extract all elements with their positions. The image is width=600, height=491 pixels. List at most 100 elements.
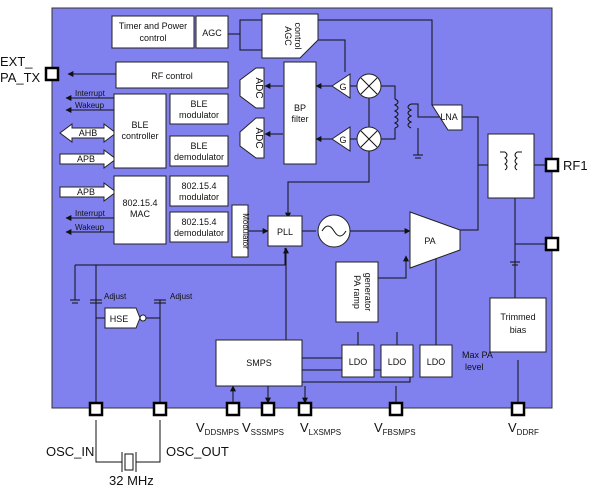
- rf-control-block: [115, 61, 229, 89]
- vfbsmps-label: VFBSMPS: [374, 420, 416, 437]
- trimmed-bias-label-2: bias: [510, 325, 527, 335]
- vddsmps-pin: [225, 401, 241, 417]
- pa-ramp-generator-block: [335, 261, 379, 323]
- interrupt-label-2: Interrupt: [75, 209, 106, 218]
- ble-modulator-label-1: BLE: [190, 99, 207, 109]
- adc-top-block: [239, 67, 265, 109]
- gain-top-block: [331, 73, 351, 99]
- ext-pa-tx-pin: [44, 66, 60, 82]
- mod154-label-1: 802.15.4: [181, 181, 216, 191]
- ldo-2-block: [380, 344, 414, 378]
- vddrf-pin: [510, 401, 526, 417]
- mixer-bottom: [356, 126, 382, 152]
- hse-label: HSE: [110, 314, 129, 324]
- vsssmps-label: VSSSMPS: [242, 420, 284, 437]
- adjust-left-label: Adjust: [104, 292, 127, 301]
- vddsmps-label: VDDSMPS: [196, 420, 239, 437]
- pa-block: [409, 211, 461, 269]
- modulator-802154-block: [169, 175, 229, 207]
- ble-demodulator-label-2: demodulator: [174, 152, 224, 162]
- ext-pa-tx-label-1: EXT_: [0, 54, 33, 69]
- vsssmps-pin: [260, 401, 276, 417]
- rf1-label: RF1: [563, 158, 588, 173]
- smps-label: SMPS: [246, 358, 272, 368]
- lna-block: [431, 104, 463, 131]
- osc-in-label: OSC_IN: [46, 444, 94, 459]
- side-pin: [544, 236, 560, 252]
- vlxsmps-pin: [297, 401, 313, 417]
- agc-control-label-2: control: [293, 22, 303, 49]
- mod154-label-2: modulator: [179, 192, 219, 202]
- adc-top-label: ADC: [253, 77, 264, 98]
- trimmed-bias-block: [489, 297, 547, 353]
- agc-block: [195, 15, 229, 49]
- lna-label: LNA: [440, 112, 458, 122]
- modulator-label: Modulator: [241, 213, 250, 249]
- pll-block: [267, 215, 303, 247]
- adjust-right-label: Adjust: [170, 292, 193, 301]
- ble-modulator-block: [169, 93, 229, 125]
- osc-out-label: OSC_OUT: [166, 444, 229, 459]
- ble-controller-block: [113, 93, 167, 169]
- pa-ramp-label-1: PA ramp: [352, 275, 362, 309]
- demodulator-802154-block: [169, 211, 229, 243]
- trimmed-bias-label-1: Trimmed: [500, 312, 535, 322]
- rx-balun: [393, 98, 419, 129]
- pa-ramp-label-2: generator: [363, 273, 373, 312]
- ble-demodulator-block: [169, 135, 229, 167]
- crystal-freq-label: 32 MHz: [109, 473, 154, 488]
- agc-control-label-1: AGC: [283, 26, 293, 46]
- max-pa-label-2: level: [465, 362, 484, 372]
- wakeup-label-1: Wakeup: [75, 101, 105, 110]
- osc-in-pin: [88, 401, 104, 417]
- apb-bus-arrow-1: [59, 149, 117, 169]
- pll-label: PLL: [277, 227, 293, 237]
- ble-controller-label-1: BLE: [131, 120, 148, 130]
- mac-label-2: MAC: [130, 209, 151, 219]
- mac-label-1: 802.15.4: [122, 198, 157, 208]
- bp-filter-label-2: filter: [291, 114, 308, 124]
- adc-bottom-label: ADC: [253, 127, 264, 148]
- demod154-label-2: demodulator: [174, 228, 224, 238]
- mixer-top: [356, 73, 382, 99]
- oscillator: [317, 214, 351, 248]
- osc-out-pin: [152, 401, 168, 417]
- demod154-label-1: 802.15.4: [181, 217, 216, 227]
- ldo-3-block: [419, 344, 453, 378]
- bp-filter-label-1: BP: [294, 103, 306, 113]
- gain-bottom-block: [331, 126, 351, 152]
- gain-bottom-label: G: [339, 135, 346, 145]
- ldo-1-block: [341, 344, 375, 378]
- vlxsmps-label: VLXSMPS: [300, 420, 341, 437]
- ext-pa-tx-label-2: PA_TX: [0, 70, 41, 85]
- ble-controller-label-2: controller: [121, 131, 158, 141]
- hse-buffer: [104, 307, 147, 329]
- smps-block: [215, 339, 303, 387]
- rf-control-label: RF control: [151, 71, 193, 81]
- agc-label: AGC: [202, 28, 222, 38]
- ahb-label: AHB: [79, 128, 98, 138]
- apb-label-1: APB: [77, 154, 95, 164]
- apb-bus-arrow-2: [59, 182, 117, 202]
- wires: [65, 19, 554, 463]
- rf1-pin: [544, 157, 560, 173]
- ldo-2-label: LDO: [388, 357, 407, 367]
- gain-top-label: G: [339, 82, 346, 92]
- vfbsmps-pin: [388, 401, 404, 417]
- agc-control-block: [261, 13, 319, 59]
- timer-power-label-1: Timer and Power: [119, 21, 187, 31]
- timer-power-block: [111, 15, 195, 49]
- modulator-block: [231, 204, 249, 258]
- ble-modulator-label-2: modulator: [179, 110, 219, 120]
- wakeup-label-2: Wakeup: [75, 223, 105, 232]
- interrupt-label-1: Interrupt: [75, 89, 106, 98]
- mac-802154-block: [113, 175, 167, 245]
- pa-label: PA: [424, 236, 435, 246]
- rf-balun-block: [487, 133, 535, 199]
- bp-filter-block: [283, 61, 317, 165]
- ldo-3-label: LDO: [427, 357, 446, 367]
- adc-bottom-block: [239, 117, 265, 159]
- ldo-1-label: LDO: [349, 357, 368, 367]
